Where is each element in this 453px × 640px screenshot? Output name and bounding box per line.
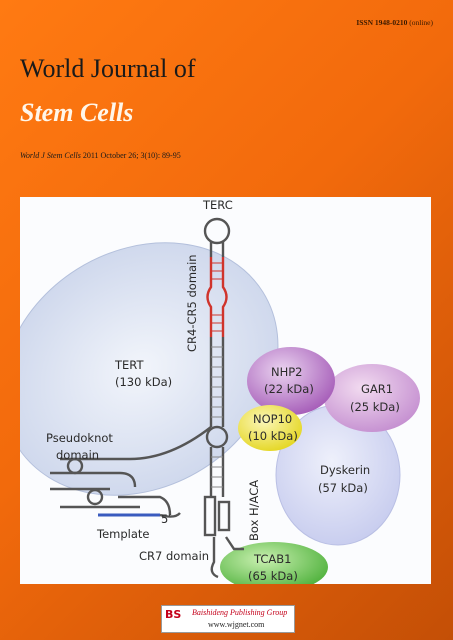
telomerase-diagram: TERC CR4-CR5 domain TERT (130 kDa) NHP2 … [20, 198, 420, 584]
label-nhp2-name: NHP2 [271, 365, 303, 379]
citation: World J Stem Cells 2011 October 26; 3(10… [20, 151, 181, 160]
label-dyskerin-mass: (57 kDa) [318, 481, 368, 495]
label-pseudoknot-2: domain [56, 448, 99, 462]
label-nhp2-mass: (22 kDa) [264, 382, 314, 396]
cr4-cr5-base-pairs [211, 262, 223, 332]
publisher-url[interactable]: www.wjgnet.com [208, 620, 265, 629]
label-cr4-cr5: CR4-CR5 domain [185, 254, 199, 352]
journal-title-line1: World Journal of [20, 54, 196, 83]
label-terc: TERC [202, 198, 233, 212]
gar1-shape [324, 364, 420, 432]
label-tert-name: TERT [114, 358, 144, 372]
label-nop10-name: NOP10 [253, 412, 292, 426]
tcab1-shape [220, 542, 328, 584]
label-tcab1-mass: (65 kDa) [248, 569, 298, 583]
label-five-prime: 5′ [161, 512, 171, 526]
label-tert-mass: (130 kDa) [115, 375, 172, 389]
publisher-logo-icon: BS [165, 608, 182, 621]
label-tcab1-name: TCAB1 [253, 552, 291, 566]
stem-base-pairs [211, 346, 223, 488]
cover-figure: TERC CR4-CR5 domain TERT (130 kDa) NHP2 … [20, 197, 431, 584]
label-gar1-name: GAR1 [361, 382, 393, 396]
citation-details: 2011 October 26; 3(10): 89-95 [82, 151, 181, 160]
label-cr7: CR7 domain [139, 549, 209, 563]
label-template: Template [96, 527, 149, 541]
issn-online: (online) [409, 18, 433, 27]
nhp2-shape [247, 347, 335, 415]
journal-title-line2: Stem Cells [20, 98, 134, 127]
label-pseudoknot-1: Pseudoknot [46, 431, 113, 445]
terc-rna [50, 217, 244, 579]
publisher-name: Baishideng Publishing Group [192, 608, 288, 617]
citation-journal: World J Stem Cells [20, 151, 81, 160]
issn-number: ISSN 1948-0210 [356, 18, 408, 27]
issn-line: ISSN 1948-0210 (online) [356, 18, 433, 27]
label-dyskerin-name: Dyskerin [320, 463, 370, 477]
publisher-logo[interactable]: BS Baishideng Publishing Group www.wjgne… [161, 605, 295, 633]
label-nop10-mass: (10 kDa) [248, 429, 298, 443]
label-box-haca: Box H/ACA [247, 480, 261, 541]
nop10-shape [238, 405, 302, 451]
label-gar1-mass: (25 kDa) [350, 400, 400, 414]
